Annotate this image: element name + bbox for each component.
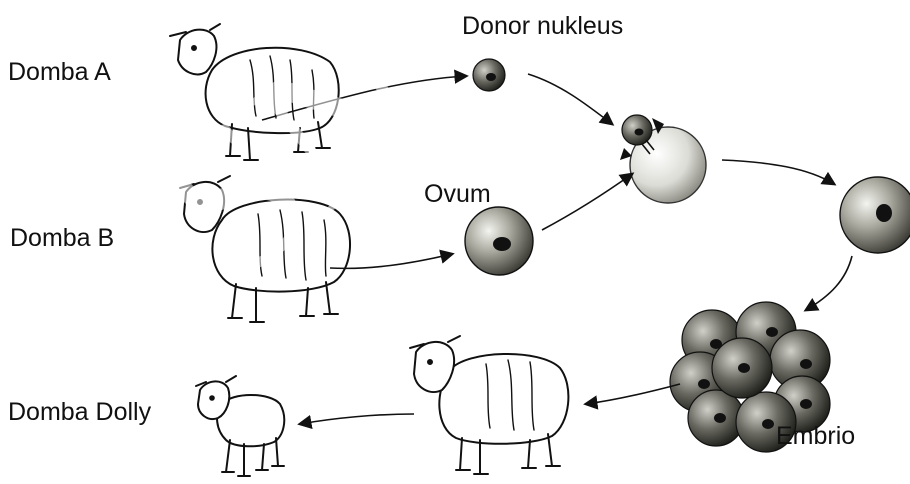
label-domba-dolly: Domba Dolly bbox=[8, 398, 151, 427]
sheep-a-illustration bbox=[170, 24, 339, 160]
donor-nucleus-cell bbox=[473, 59, 505, 91]
arrow-surrogate-to-dolly bbox=[300, 414, 414, 424]
surrogate-sheep-illustration bbox=[410, 336, 568, 474]
arrow-ovum-to-fusion bbox=[542, 174, 632, 230]
single-cell-embryo bbox=[840, 177, 910, 253]
arrow-embryo-to-surrogate bbox=[586, 384, 680, 404]
label-ovum: Ovum bbox=[424, 180, 491, 209]
arrow-donor-to-fusion bbox=[528, 74, 612, 124]
fusion-cells bbox=[620, 115, 706, 203]
arrow-cell-to-embryo bbox=[806, 256, 852, 310]
ovum-cell bbox=[465, 207, 533, 275]
label-donor-nukleus: Donor nukleus bbox=[462, 12, 623, 41]
label-domba-b: Domba B bbox=[10, 224, 114, 253]
sheep-b-illustration bbox=[180, 176, 350, 322]
arrow-fusion-to-cell bbox=[722, 160, 834, 184]
dolly-lamb-illustration bbox=[196, 376, 284, 476]
label-embrio: Embrio bbox=[776, 422, 855, 451]
label-domba-a: Domba A bbox=[8, 58, 111, 87]
